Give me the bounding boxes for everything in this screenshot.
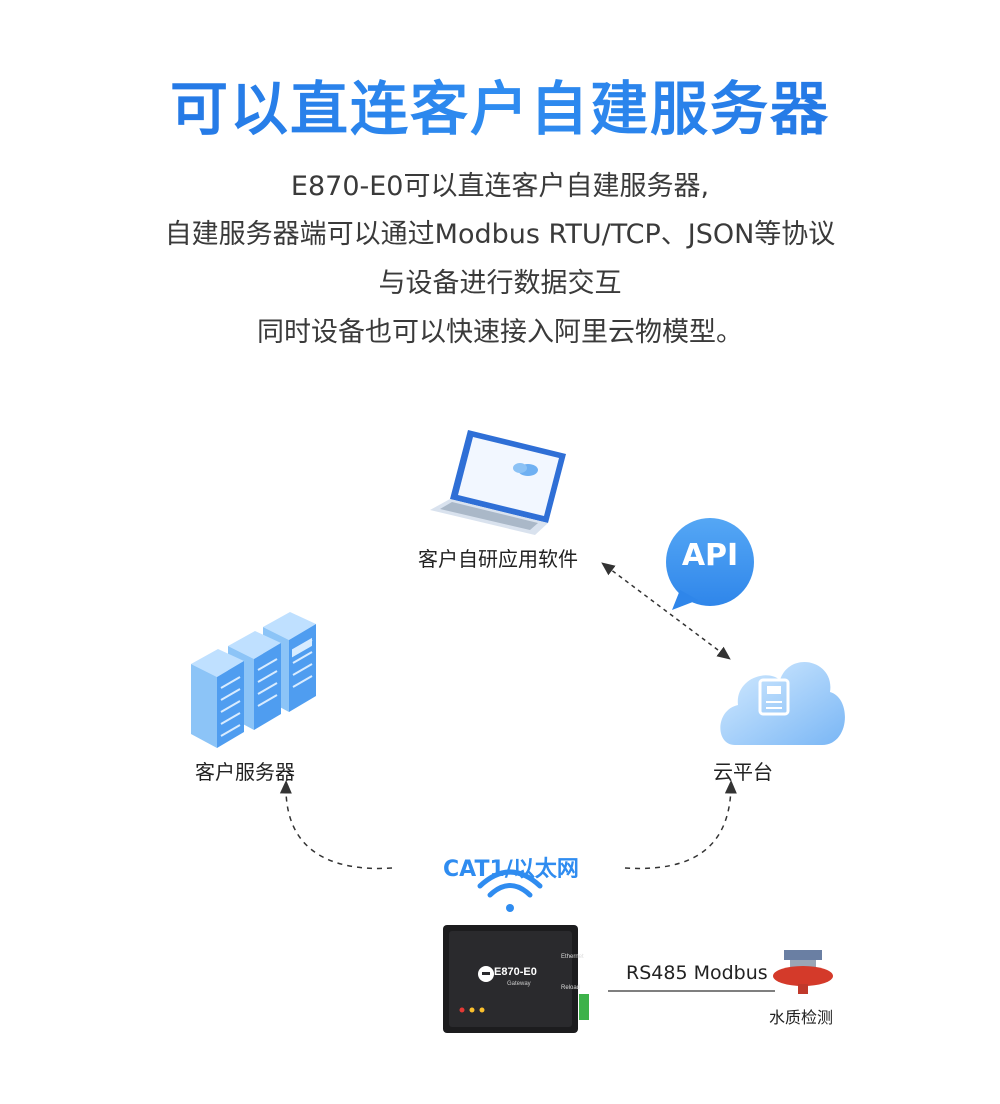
api-cloud-connector xyxy=(601,562,731,660)
network-label: CAT1/以太网 xyxy=(443,857,579,882)
gateway-cloud-connector xyxy=(624,780,737,870)
protocol-label: RS485 Modbus xyxy=(626,962,768,984)
description-line-1: E870-E0可以直连客户自建服务器, xyxy=(290,171,710,202)
water-sensor-icon xyxy=(773,950,833,994)
gateway-model-label: E870-E0 xyxy=(494,966,537,978)
gateway-reload-label: Reload xyxy=(561,985,581,991)
server-rack-icon xyxy=(191,612,316,748)
api-label: API xyxy=(681,538,739,573)
laptop-icon xyxy=(430,430,566,535)
server-label: 客户服务器 xyxy=(195,760,295,784)
gateway-server-connector xyxy=(279,780,393,870)
gateway-subtitle-label: Gateway xyxy=(507,981,531,987)
gateway-device-icon xyxy=(443,925,589,1033)
page-title: 可以直连客户自建服务器 xyxy=(0,62,1000,146)
cloud-label: 云平台 xyxy=(713,760,773,784)
wifi-icon xyxy=(477,869,543,912)
gateway-ethernet-label: Ethernet xyxy=(561,954,584,960)
description-line-3: 与设备进行数据交互 xyxy=(378,268,622,299)
sensor-label: 水质检测 xyxy=(769,1008,834,1027)
cloud-icon xyxy=(720,662,845,745)
software-label: 客户自研应用软件 xyxy=(418,547,578,571)
description-line-4: 同时设备也可以快速接入阿里云物模型。 xyxy=(257,317,743,348)
description-line-2: 自建服务器端可以通过Modbus RTU/TCP、JSON等协议 xyxy=(164,219,836,250)
